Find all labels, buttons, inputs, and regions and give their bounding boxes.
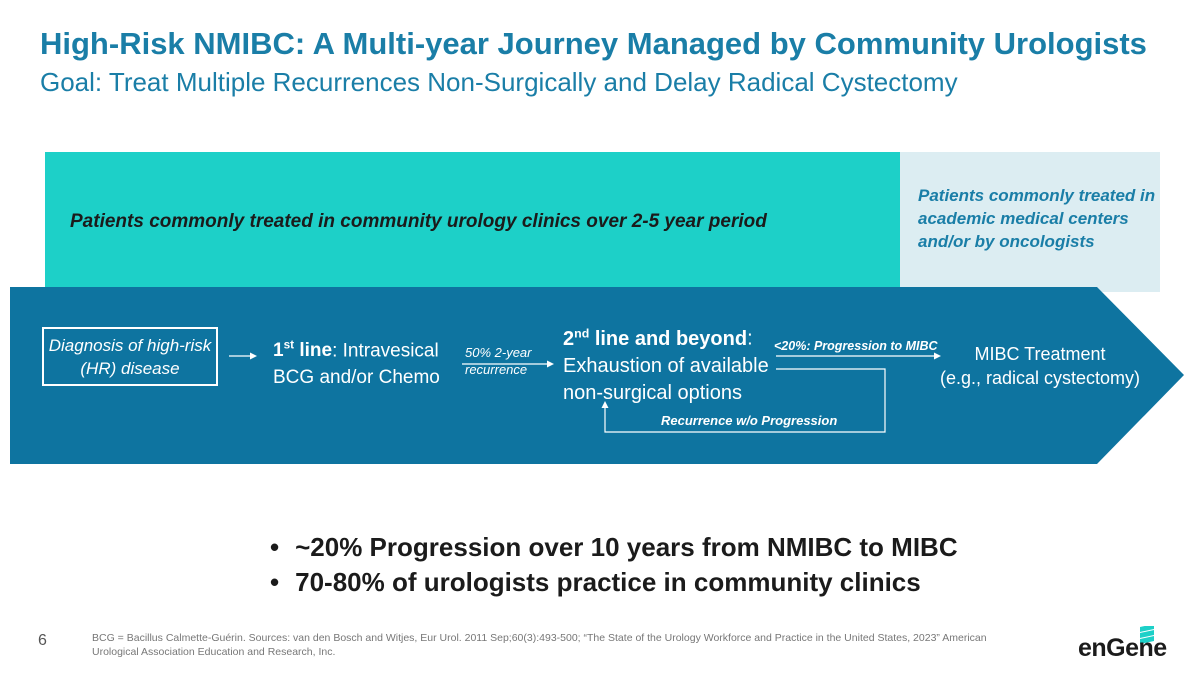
recurrence-rate-line2: recurrence [465, 362, 528, 377]
progression-label: <20%: Progression to MIBC [774, 339, 938, 353]
first-line-word: line [294, 340, 333, 362]
mibc-title: MIBC Treatment [974, 344, 1106, 364]
footnote: BCG = Bacillus Calmette-Guérin. Sources:… [92, 632, 987, 658]
page-number: 6 [38, 632, 47, 649]
arrowhead-second-line [547, 360, 554, 368]
page-subtitle: Goal: Treat Multiple Recurrences Non-Sur… [40, 67, 958, 97]
first-line-ordinal: 1 [273, 340, 284, 362]
key-point: ~20% Progression over 10 years from NMIB… [270, 530, 957, 565]
second-line-treatment: 2nd line and beyond: Exhaustion of avail… [563, 320, 783, 407]
key-point: 70-80% of urologists practice in communi… [270, 565, 958, 600]
recurrence-rate-label: 50% 2-year recurrence [465, 344, 531, 378]
mibc-treatment: MIBC Treatment (e.g., radical cystectomy… [930, 342, 1150, 390]
second-line-description: : Exhaustion of available non-surgical o… [563, 327, 769, 404]
second-line-word: line and beyond [589, 327, 748, 350]
community-band [45, 152, 900, 292]
academic-band [900, 152, 1160, 292]
arrowhead-diagnosis [250, 352, 257, 360]
first-line-treatment: 1st line: Intravesical BCG and/or Chemo [273, 332, 458, 391]
arrowhead-recurrence-loop [601, 401, 609, 408]
recurrence-rate-line1: 50% 2-year [465, 345, 532, 360]
second-line-ordinal: 2 [563, 327, 575, 350]
flow-arrow-shape [10, 287, 1184, 464]
logo-mark-icon [1140, 626, 1154, 644]
diagnosis-box: Diagnosis of high-risk (HR) disease [42, 327, 218, 386]
key-points-list: ~20% Progression over 10 years from NMIB… [270, 530, 958, 600]
first-line-description: : Intravesical BCG and/or Chemo [273, 340, 440, 389]
mibc-subtitle: (e.g., radical cystectomy) [939, 368, 1141, 388]
page-title: High-Risk NMIBC: A Multi-year Journey Ma… [40, 26, 1147, 61]
community-band-label: Patients commonly treated in community u… [70, 211, 767, 232]
recurrence-without-progression-label: Recurrence w/o Progression [661, 413, 838, 428]
academic-band-label: Patients commonly treated in academic me… [918, 186, 1156, 251]
recurrence-loop [604, 368, 886, 433]
logo-text: enGene [1078, 634, 1167, 662]
first-line-suffix: st [283, 339, 295, 352]
arrowhead-progression [934, 352, 941, 360]
second-line-suffix: nd [574, 326, 590, 340]
